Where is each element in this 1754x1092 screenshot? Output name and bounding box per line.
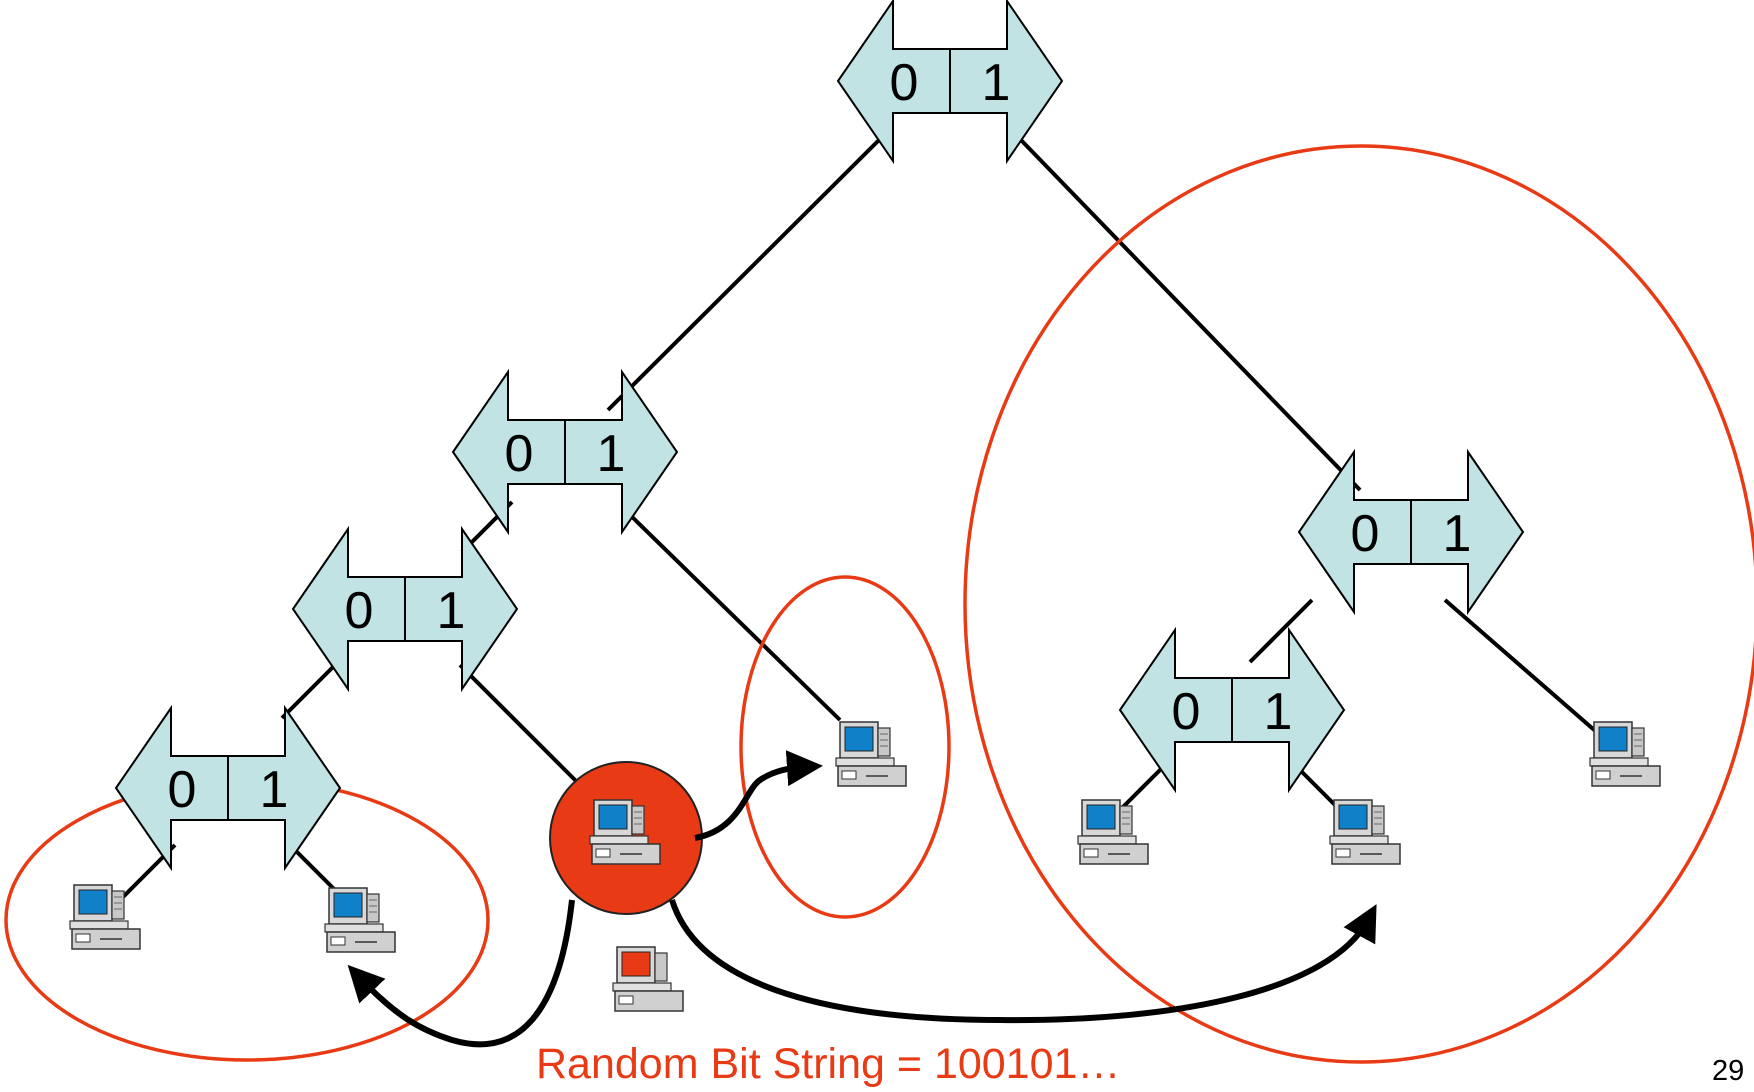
split-node-label-right: 1 bbox=[260, 761, 289, 819]
split-node-label-right: 1 bbox=[1443, 505, 1472, 563]
computer-icon bbox=[835, 721, 907, 787]
split-node-label-right: 1 bbox=[1264, 683, 1293, 741]
split-node-label-left: 0 bbox=[505, 425, 534, 483]
page-number: 29 bbox=[1712, 1055, 1745, 1087]
edge-root-to-level1-left bbox=[606, 137, 882, 412]
random-bit-string-caption: Random Bit String = 100101… bbox=[536, 1040, 1121, 1088]
split-node-label-right: 1 bbox=[437, 582, 466, 640]
edge-level1-right-to-leaf bbox=[1443, 598, 1610, 744]
split-node-label-left: 0 bbox=[890, 54, 919, 112]
edge-level2-left-to-highlight bbox=[458, 663, 582, 787]
split-node-label-left: 0 bbox=[345, 582, 374, 640]
computer-icon bbox=[1589, 721, 1661, 787]
joining-node bbox=[549, 761, 703, 915]
split-node-label-left: 0 bbox=[1172, 683, 1201, 741]
split-node-label-left: 0 bbox=[168, 761, 197, 819]
edge-root-to-level1-right bbox=[1018, 137, 1362, 492]
computer-icon bbox=[69, 884, 141, 950]
split-node-label-right: 1 bbox=[597, 425, 626, 483]
split-node-label-left: 0 bbox=[1351, 505, 1380, 563]
arrow-icon bbox=[669, 899, 1377, 1024]
edge-level3-left-to-leaf-b bbox=[288, 843, 342, 897]
split-node-label-right: 1 bbox=[982, 54, 1011, 112]
new-computer bbox=[612, 946, 684, 1012]
arrow-icon bbox=[694, 750, 823, 841]
computer-icon bbox=[1329, 799, 1401, 865]
computer-icon bbox=[324, 887, 396, 953]
arrow-icon bbox=[347, 899, 575, 1048]
subtree-circle-middle bbox=[739, 575, 951, 919]
subtree-circle-right bbox=[963, 144, 1754, 1064]
edge-level1-left-to-leaf bbox=[623, 508, 842, 722]
edge-level2-right-to-leaf-b bbox=[1298, 768, 1340, 810]
tree-edges bbox=[116, 137, 1610, 904]
edge-level1-right-to-level2-right bbox=[1248, 598, 1314, 664]
lookup-arrows bbox=[347, 750, 1377, 1048]
computer-icon bbox=[1077, 799, 1149, 865]
subtree-circles bbox=[4, 144, 1754, 1064]
